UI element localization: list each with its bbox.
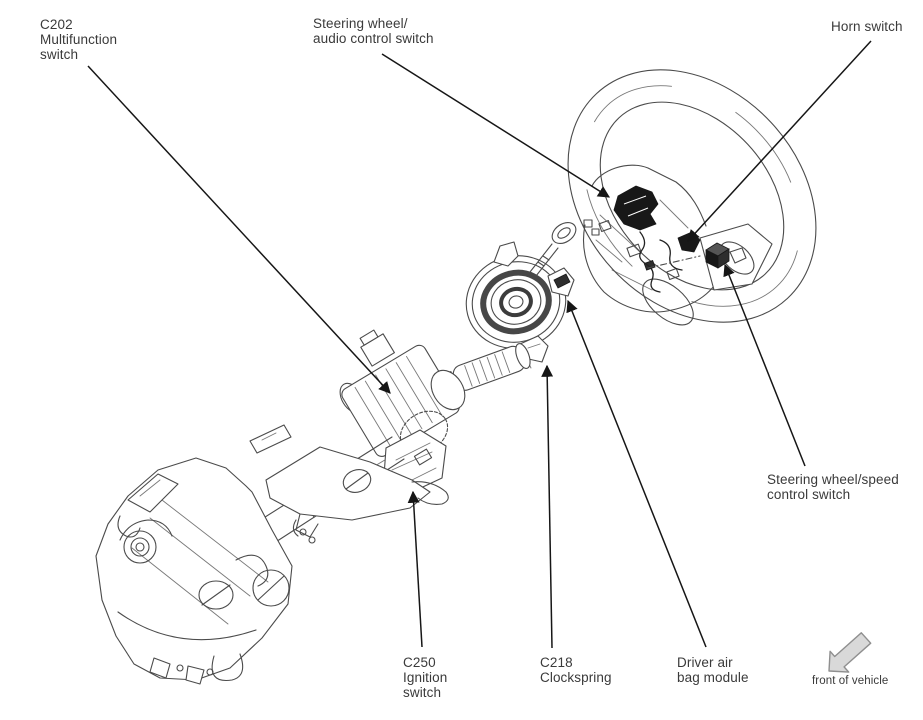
leader-speed-control-switch — [723, 263, 806, 467]
speed-control-switch-drawing — [705, 242, 747, 269]
audio-control-switch-drawing — [613, 185, 659, 231]
steering-wheel-hub-drawing — [582, 164, 773, 326]
column-bracket-drawing — [265, 446, 449, 544]
label-c202-multifunction-switch: C202 Multifunction switch — [40, 17, 118, 62]
front-of-vehicle-arrow-icon — [828, 632, 872, 673]
leader-airbag-module — [566, 299, 707, 648]
leader-ignition-switch — [407, 490, 423, 648]
leader-horn-switch — [687, 40, 872, 242]
leader-clockspring — [541, 364, 554, 649]
lower-column-housing-drawing — [95, 457, 293, 685]
label-front-of-vehicle: front of vehicle — [812, 675, 889, 687]
label-horn-switch: Horn switch — [831, 19, 903, 34]
label-ignition-switch: C250 Ignition switch — [403, 655, 448, 700]
label-audio-control-switch: Steering wheel/ audio control switch — [313, 16, 434, 46]
label-speed-control-switch: Steering wheel/speed control switch — [767, 472, 899, 502]
horn-switch-drawing — [677, 231, 701, 253]
label-clockspring: C218 Clockspring — [540, 655, 612, 685]
leader-c202-multifunction-switch — [87, 65, 391, 394]
steering-column-drawing — [95, 424, 449, 685]
label-airbag-module: Driver air bag module — [677, 655, 749, 685]
steering-wheel-drawing — [567, 69, 817, 326]
leader-lines — [87, 40, 872, 649]
leader-audio-control-switch — [381, 53, 611, 198]
